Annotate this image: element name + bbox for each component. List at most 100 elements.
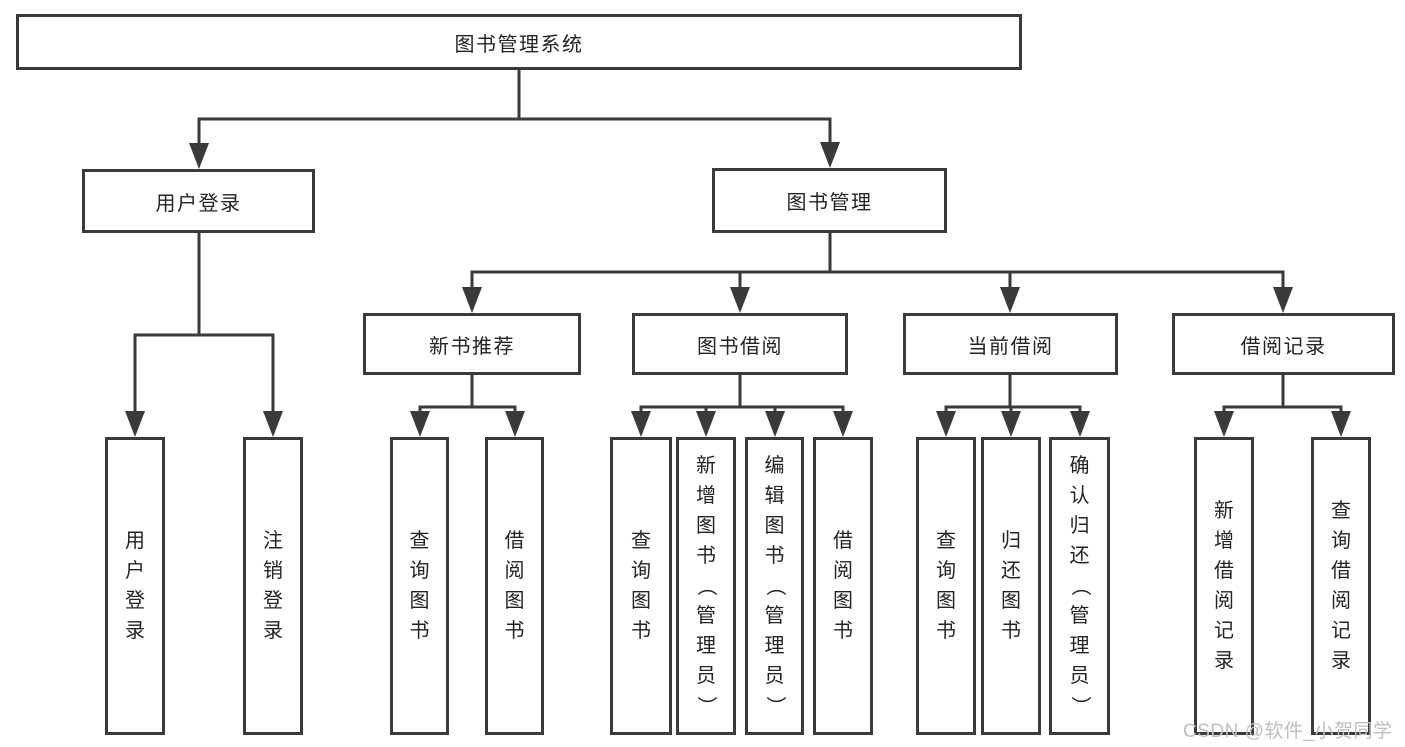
arrowhead-icon [1000,287,1020,313]
arrowhead-icon [125,411,145,437]
node-label-char: 管 [1069,605,1090,627]
node-label-char: ） [1068,696,1091,716]
node-label-char: （ [1068,576,1091,596]
node-label-char: 户 [125,560,145,582]
node-new-book-rec: 新书推荐 [363,313,581,375]
node-book-borrow: 图书借阅 [632,313,848,375]
node-label-char: 辑 [764,485,785,507]
node-label-char: 图 [1001,590,1021,612]
node-book-mgmt: 图书管理 [712,168,947,233]
node-label-char: 增 [696,485,716,507]
node-br-add: 新增借阅记录 [1194,437,1254,735]
node-label-char: 查 [409,530,430,552]
node-label-char: 理 [1069,635,1090,657]
arrowhead-icon [936,411,956,437]
node-label-char: 图 [504,590,525,612]
node-label-char: 阅 [1331,590,1351,612]
node-label-char: 图 [764,515,785,537]
arrowhead-icon [1001,411,1021,437]
node-label-char: 员 [1069,665,1090,687]
node-root: 图书管理系统 [16,14,1022,70]
node-label-char: 归 [1069,515,1090,537]
node-label-char: 书 [696,545,716,567]
node-logout: 注销登录 [243,437,303,735]
node-label-char: 书 [631,620,651,642]
node-label-char: 登 [263,590,283,612]
node-label: 图书管理 [786,192,873,214]
node-label-char: 借 [1331,560,1351,582]
node-label: 图书管理系统 [454,33,584,56]
node-label-char: 新 [696,455,716,477]
node-label-char: 理 [764,635,785,657]
node-label-char: 用 [125,530,145,552]
node-nb-borrow: 借阅图书 [485,437,544,735]
node-label-char: 图 [409,590,430,612]
node-label-char: 书 [833,620,853,642]
node-bb-query: 查询图书 [610,437,672,735]
node-label-char: 借 [504,530,525,552]
node-label-char: 书 [764,545,785,567]
node-label-char: 销 [263,560,283,582]
node-label-char: 员 [764,665,785,687]
arrowhead-icon [1070,411,1090,437]
node-label-char: 书 [409,620,430,642]
watermark-text: CSDN @软件_小贺同学 [1183,721,1393,742]
arrowhead-icon [765,411,785,437]
node-label-char: 注 [263,530,283,552]
node-label-char: 认 [1069,485,1090,507]
node-label: 借阅记录 [1240,335,1327,358]
node-label-char: 管 [696,605,716,627]
node-label-char: 图 [833,590,853,612]
node-label-char: 图 [631,590,651,612]
node-label-char: 询 [409,560,430,582]
node-label-char: 借 [1214,560,1234,582]
node-label-char: 查 [1331,500,1351,522]
arrowhead-icon [833,411,853,437]
node-label-char: 记 [1331,620,1351,642]
node-user-login: 用户登录 [82,169,315,233]
node-label: 用户登录 [155,192,242,215]
arrowhead-icon [631,411,651,437]
node-label-char: （ [695,576,717,596]
node-cb-return: 归还图书 [981,437,1041,735]
node-label-char: 图 [936,590,956,612]
node-label-char: 书 [1001,620,1021,642]
arrowhead-icon [730,287,750,313]
node-label-char: 记 [1214,620,1234,642]
node-label-char: 员 [696,665,716,687]
node-label: 新书推荐 [429,335,515,358]
arrowhead-icon [820,142,840,168]
node-cb-confirm: 确认归还 （ 管理员 ） [1049,437,1110,735]
node-label-char: 查 [936,530,956,552]
node-label-char: 录 [1331,650,1351,672]
node-borrow-records: 借阅记录 [1172,313,1395,375]
node-bb-add: 新增图书（管理员） [676,437,736,735]
node-label-char: 确 [1069,455,1090,477]
node-label-char: 阅 [504,560,525,582]
node-label-char: 新 [1214,500,1234,522]
node-label-char: ） [763,696,786,716]
node-label-char: （ [763,576,786,596]
node-label-char: 编 [764,455,785,477]
node-label-char: ） [695,696,717,716]
arrowhead-icon [1331,411,1351,437]
node-cb-query: 查询图书 [916,437,976,735]
node-label-char: 还 [1069,545,1090,567]
node-login: 用户登录 [105,437,165,735]
node-label-char: 归 [1001,530,1021,552]
node-label-char: 增 [1214,530,1234,552]
node-label-char: 录 [263,620,283,642]
node-label-char: 询 [936,560,956,582]
node-label-char: 录 [125,620,145,642]
node-bb-borrow: 借阅图书 [813,437,873,735]
node-label: 图书借阅 [697,335,783,358]
arrowhead-icon [189,143,209,169]
node-label-char: 阅 [833,560,853,582]
node-bb-edit: 编辑图书 （ 管理员 ） [745,437,804,735]
arrowhead-icon [1214,411,1234,437]
node-label-char: 借 [833,530,853,552]
node-nb-query: 查询图书 [390,437,449,735]
node-label-char: 管 [764,605,785,627]
arrowhead-icon [410,411,430,437]
